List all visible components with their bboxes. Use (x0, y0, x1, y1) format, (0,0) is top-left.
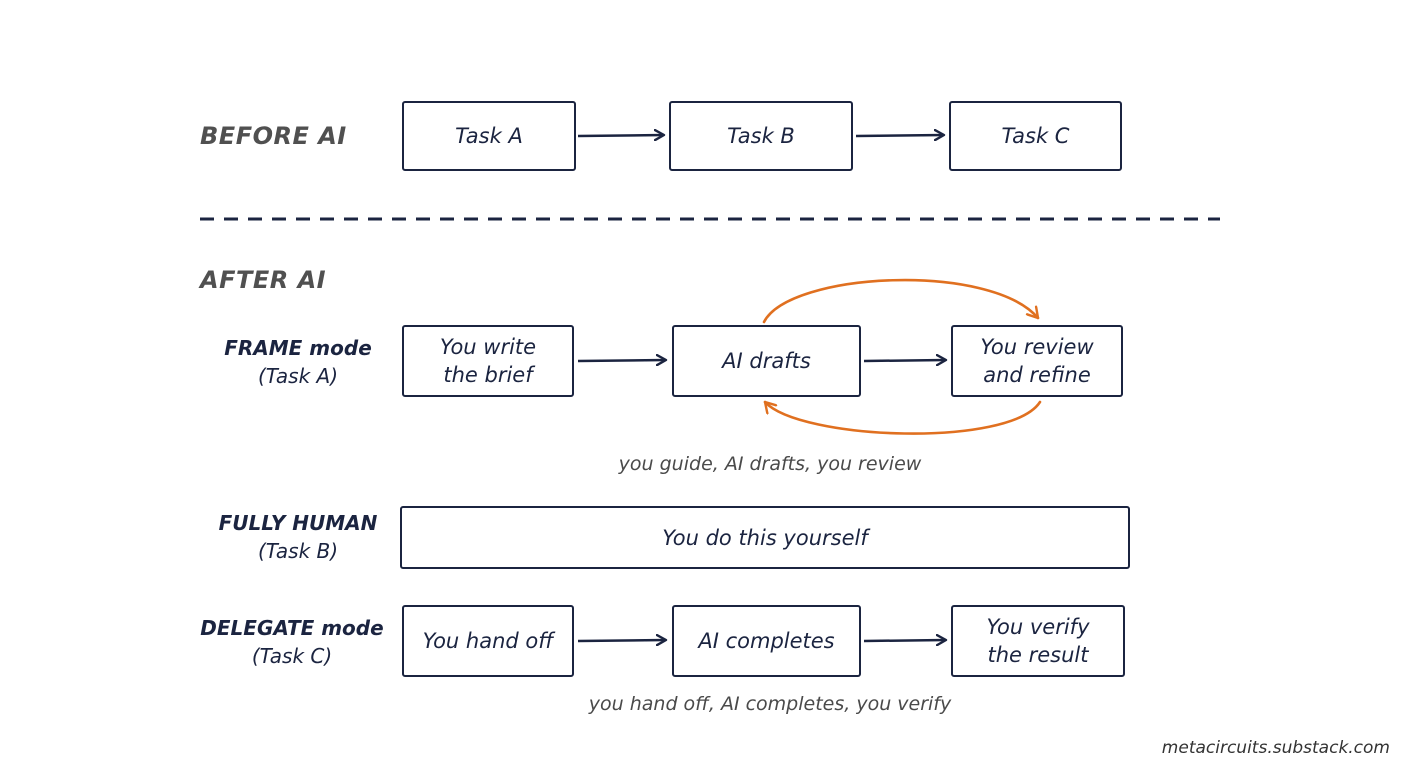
verify-result-box: You verify the result (951, 605, 1125, 677)
after-ai-label: AFTER AI (200, 266, 327, 294)
arrow-completes-to-verify (863, 640, 946, 641)
ai-completes-box: AI completes (672, 605, 861, 677)
arrow-handoff-to-completes (577, 640, 666, 641)
fully-human-title: FULLY HUMAN (218, 511, 378, 535)
review-refine-box: You review and refine (951, 325, 1123, 397)
do-yourself-box: You do this yourself (400, 506, 1130, 569)
ai-drafts-box: AI drafts (672, 325, 861, 397)
loop-arrow-bottom (763, 400, 1042, 435)
delegate-mode-title: DELEGATE mode (200, 616, 384, 640)
delegate-caption: you hand off, AI completes, you verify (588, 693, 952, 715)
task-b-box: Task B (669, 101, 853, 171)
frame-mode-label: FRAME mode (Task A) (188, 334, 408, 390)
fully-human-task: (Task B) (257, 539, 339, 563)
delegate-mode-task: (Task C) (251, 644, 333, 668)
arrow-drafts-to-review (863, 360, 946, 361)
before-ai-label: BEFORE AI (200, 122, 347, 150)
delegate-mode-label: DELEGATE mode (Task C) (182, 614, 402, 670)
footer-credit: metacircuits.substack.com (1161, 738, 1390, 758)
frame-caption: you guide, AI drafts, you review (618, 453, 922, 475)
hand-off-box: You hand off (402, 605, 574, 677)
loop-arrow-top (762, 278, 1040, 324)
task-c-box: Task C (949, 101, 1122, 171)
write-brief-box: You write the brief (402, 325, 574, 397)
fully-human-label: FULLY HUMAN (Task B) (188, 509, 408, 565)
arrow-task-b-to-c (855, 135, 944, 136)
arrow-brief-to-drafts (577, 360, 666, 361)
frame-mode-task: (Task A) (257, 364, 339, 388)
task-a-box: Task A (402, 101, 576, 171)
frame-mode-title: FRAME mode (224, 336, 372, 360)
arrow-task-a-to-b (577, 135, 664, 136)
